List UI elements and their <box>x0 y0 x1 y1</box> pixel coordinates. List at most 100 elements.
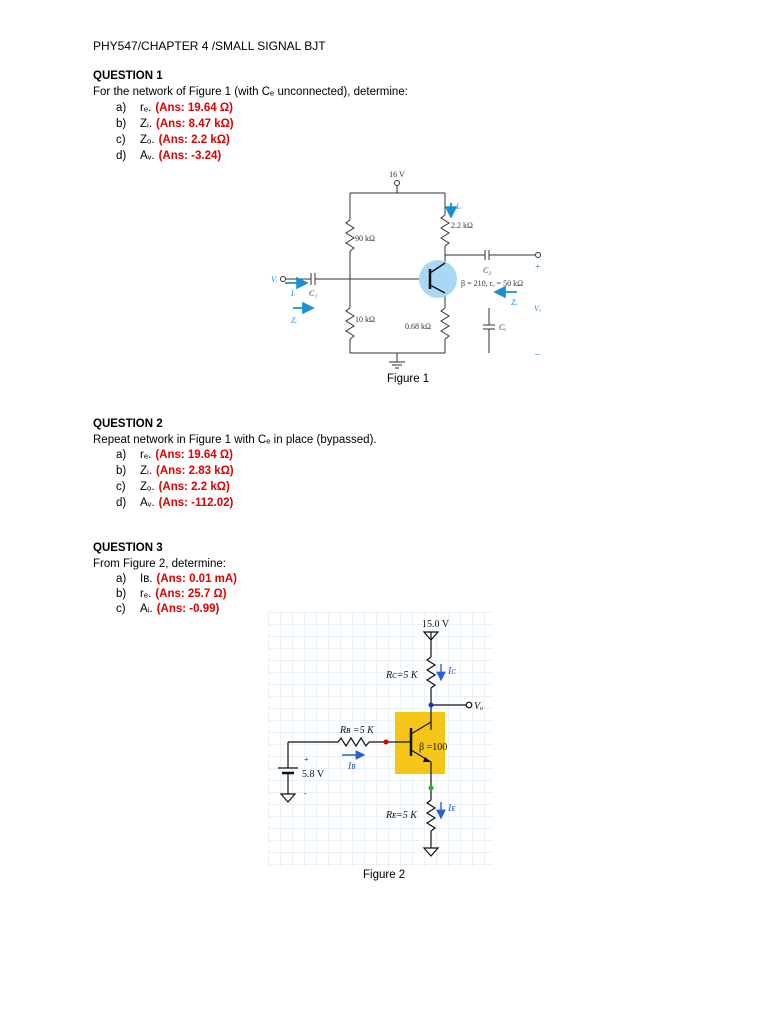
fig1-rc-label: 2.2 kΩ <box>451 221 473 230</box>
q2-item-a: a) rₑ.(Ans: 19.64 Ω) <box>116 448 233 463</box>
fig1-minus-label: – <box>534 349 541 360</box>
fig2-plus-label: + <box>304 755 309 764</box>
q2-item-letter: c) <box>116 481 126 493</box>
q2-item-answer: (Ans: 2.83 kΩ) <box>156 465 234 477</box>
fig1-input-terminal <box>280 276 286 282</box>
fig2-output-terminal <box>465 701 473 709</box>
fig1-transistor-icon <box>428 262 446 294</box>
fig1-c1-label: C₁ <box>309 289 317 298</box>
fig1-vo-label: Vₒ <box>534 304 542 313</box>
q2-item-var: rₑ. <box>140 449 152 461</box>
q1-item-var: Zᵢ. <box>140 118 153 130</box>
fig2-rc-resistor <box>425 656 437 689</box>
q3-item-letter: b) <box>116 588 127 600</box>
fig1-supply-terminal <box>394 180 400 186</box>
fig1-re-resistor <box>440 307 450 340</box>
fig2-vcc-label: 15.0 V <box>422 619 450 630</box>
q1-item-letter: c) <box>116 134 126 146</box>
q3-item-letter: c) <box>116 603 126 615</box>
q1-item-a: a) rₑ.(Ans: 19.64 Ω) <box>116 101 233 116</box>
figure-2-caption: Figure 2 <box>363 869 406 881</box>
fig1-transistor-highlight <box>419 260 457 298</box>
q1-item-answer: (Ans: 2.2 kΩ) <box>158 134 230 146</box>
fig1-ii-label: Iᵢ <box>290 289 295 298</box>
q1-item-var: rₑ. <box>140 102 152 114</box>
q2-item-answer: (Ans: 19.64 Ω) <box>155 449 233 461</box>
fig2-rc-label: Rᴄ=5 K <box>385 670 419 681</box>
fig1-r1-resistor <box>345 219 355 252</box>
fig2-beta-label: β =100 <box>419 742 447 753</box>
fig2-grid-background <box>268 612 493 867</box>
fig1-output-terminal <box>535 252 541 258</box>
fig2-base-node <box>383 739 389 745</box>
fig2-re-label: Rᴇ=5 K <box>385 810 418 821</box>
q1-item-b: b) Zᵢ.(Ans: 8.47 kΩ) <box>116 117 234 132</box>
fig1-beta-label: β = 210, rₒ = 50 kΩ <box>461 279 523 288</box>
q1-item-letter: a) <box>116 102 127 114</box>
q1-title: QUESTION 1 <box>93 70 163 82</box>
fig1-r2-resistor <box>345 307 355 340</box>
q1-item-answer: (Ans: 19.64 Ω) <box>155 102 233 114</box>
fig2-rb-label: Rʙ =5 K <box>339 725 375 736</box>
fig2-emitter-arrow-icon <box>423 757 431 762</box>
q3-item-c: c) Aᵢ.(Ans: -0.99) <box>116 602 219 617</box>
q1-item-var: Zₒ. <box>140 134 155 146</box>
fig1-vi-label: Vᵢ <box>271 275 277 284</box>
fig1-re-label: 0.68 kΩ <box>405 322 431 331</box>
q1-item-answer: (Ans: 8.47 kΩ) <box>156 118 234 130</box>
q2-item-answer: (Ans: -112.02) <box>158 497 234 509</box>
fig1-zo-label: Zₒ <box>511 298 518 307</box>
q2-item-var: Aᵥ. <box>140 497 155 509</box>
fig2-re-resistor <box>425 799 437 832</box>
fig2-ground-icon-left <box>279 793 297 803</box>
fig2-emitter-node <box>428 785 434 791</box>
q3-item-a: a) Iʙ.(Ans: 0.01 mA) <box>116 572 237 587</box>
fig2-ib-label: Iʙ <box>347 761 356 772</box>
q2-item-d: d) Aᵥ.(Ans: -112.02) <box>116 496 233 511</box>
fig2-collector-node <box>428 702 434 708</box>
q3-item-answer: (Ans: -0.99) <box>156 603 220 615</box>
fig2-ie-label: Iᴇ <box>447 803 455 814</box>
q3-item-var: Iʙ. <box>140 573 153 585</box>
q3-item-var: rₑ. <box>140 588 152 600</box>
fig1-zi-label: Zᵢ <box>291 316 297 325</box>
fig2-rb-resistor <box>337 736 370 748</box>
page-header: PHY547/CHAPTER 4 /SMALL SIGNAL BJT <box>93 39 326 53</box>
q2-prompt: Repeat network in Figure 1 with Cₑ in pl… <box>93 434 377 446</box>
fig1-plus-label: + <box>535 262 541 273</box>
q2-item-var: Zᵢ. <box>140 465 153 477</box>
q1-item-var: Aᵥ. <box>140 150 155 162</box>
q1-item-c: c) Zₒ.(Ans: 2.2 kΩ) <box>116 133 230 148</box>
q3-item-var: Aᵢ. <box>140 603 153 615</box>
fig1-ground-icon <box>389 361 405 369</box>
fig2-supply-icon <box>422 631 440 641</box>
q2-item-c: c) Zₒ.(Ans: 2.2 kΩ) <box>116 480 230 495</box>
fig2-transistor-box <box>395 712 445 774</box>
q2-item-letter: b) <box>116 465 127 477</box>
fig1-vcc-label: 16 V <box>389 170 405 179</box>
q2-title: QUESTION 2 <box>93 418 163 430</box>
q1-prompt: For the network of Figure 1 (with Cₑ unc… <box>93 86 408 98</box>
q2-item-b: b) Zᵢ.(Ans: 2.83 kΩ) <box>116 464 234 479</box>
q3-item-answer: (Ans: 0.01 mA) <box>156 573 238 585</box>
q2-item-letter: d) <box>116 497 127 509</box>
figure-1-caption: Figure 1 <box>387 373 430 385</box>
q3-title: QUESTION 3 <box>93 542 163 554</box>
q1-item-d: d)Aᵥ.(Ans: -3.24) <box>116 149 221 164</box>
fig2-vo-label: Vₒ <box>474 701 483 712</box>
q2-item-answer: (Ans: 2.2 kΩ) <box>158 481 230 493</box>
q1-item-letter: d) <box>116 150 127 162</box>
fig1-c2-label: C₂ <box>483 266 491 275</box>
q3-prompt: From Figure 2, determine: <box>93 558 226 570</box>
q3-item-letter: a) <box>116 573 127 585</box>
q1-item-letter: b) <box>116 118 127 130</box>
fig2-ground-icon-right <box>422 847 440 857</box>
q2-item-var: Zₒ. <box>140 481 155 493</box>
fig1-rc-resistor <box>440 214 450 247</box>
fig2-vbb-label: 5.8 V <box>302 769 325 780</box>
fig1-r2-label: 10 kΩ <box>355 315 375 324</box>
fig2-ic-label: Iᴄ <box>447 666 456 677</box>
q3-item-b: b) rₑ.(Ans: 25.7 Ω) <box>116 587 227 602</box>
q3-item-answer: (Ans: 25.7 Ω) <box>155 588 227 600</box>
q2-item-letter: a) <box>116 449 127 461</box>
